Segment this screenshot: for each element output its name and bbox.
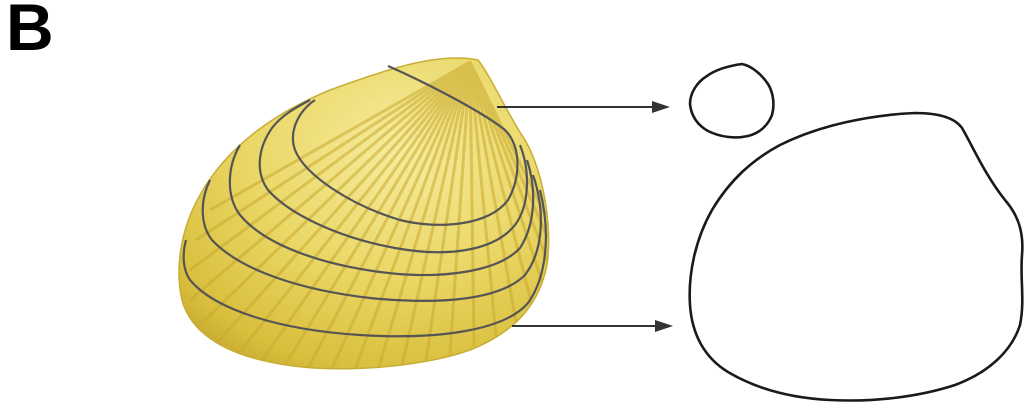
small-outline <box>690 64 773 137</box>
arrow-top <box>497 101 670 113</box>
large-outline <box>690 113 1023 400</box>
arrow-bottom <box>512 320 673 332</box>
outlines <box>690 64 1023 400</box>
shell-image <box>179 58 549 373</box>
